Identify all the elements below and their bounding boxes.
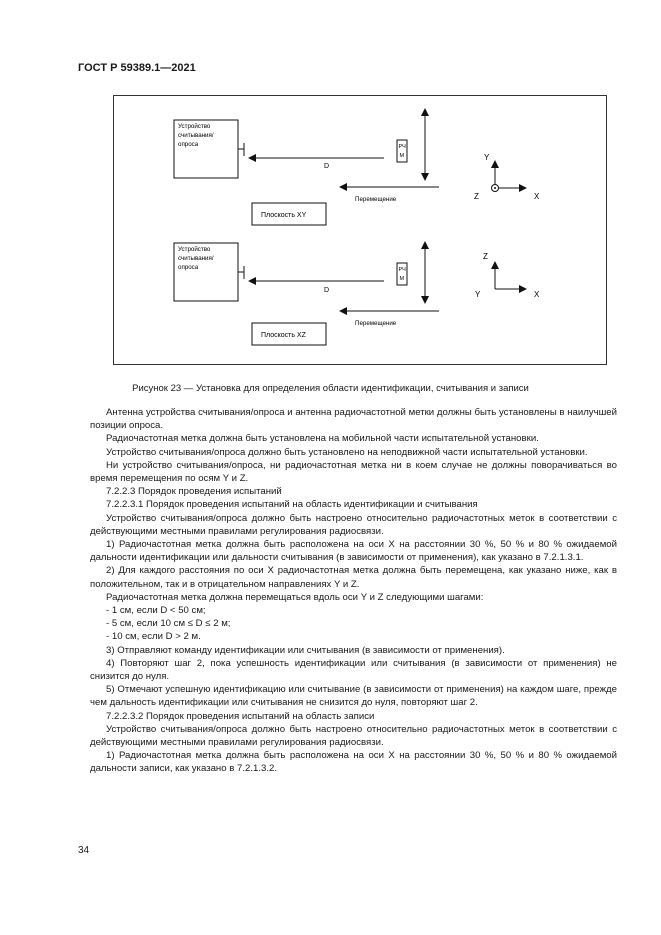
coordinate-axes: Y Z X bbox=[474, 153, 540, 201]
reader-device-box bbox=[173, 119, 239, 179]
rf-tag-label: РЧ bbox=[399, 267, 407, 273]
page-number: 34 bbox=[78, 845, 90, 856]
reader-device-label: Устройство bbox=[178, 246, 211, 253]
list-item: - 1 см, если D < 50 см; bbox=[106, 605, 206, 617]
rf-tag-box bbox=[396, 262, 408, 286]
paragraph: 3) Отправляют команду идентификации или … bbox=[106, 644, 505, 656]
setup-diagram: Устройство считывания/ опроса D РЧ М Пер… bbox=[173, 108, 540, 346]
reader-device-label: считывания/ bbox=[178, 255, 214, 262]
document-header: ГОСТ Р 59389.1—2021 bbox=[78, 62, 196, 74]
plane-label: Плоскость XY bbox=[261, 212, 307, 219]
figure-caption: Рисунок 23 — Установка для определения о… bbox=[132, 383, 529, 394]
axis-label-right: X bbox=[534, 290, 540, 299]
rf-tag-label: М bbox=[400, 153, 405, 159]
paragraph: 1) Радиочастотная метка должна быть расп… bbox=[90, 750, 617, 775]
body-text: Антенна устройства считывания/опроса и а… bbox=[90, 406, 617, 776]
distance-label: D bbox=[324, 287, 329, 294]
paragraph: Устройство считывания/опроса должно быть… bbox=[90, 512, 617, 537]
paragraph: 7.2.2.3.1 Порядок проведения испытаний н… bbox=[106, 499, 478, 511]
paragraph: 4) Повторяют шаг 2, пока успешность иден… bbox=[90, 657, 617, 683]
rf-tag-label: М bbox=[400, 276, 405, 282]
movement-label: Перемещение bbox=[355, 320, 397, 327]
coordinate-axes: Z Y X bbox=[475, 252, 540, 299]
axis-label-right: X bbox=[534, 192, 540, 201]
reader-device-label: опроса bbox=[178, 264, 199, 271]
axis-label-out: Z bbox=[474, 192, 479, 201]
axis-label-out: Y bbox=[475, 290, 481, 299]
paragraph: 1) Радиочастотная метка должна быть расп… bbox=[90, 539, 617, 564]
plane-label-box bbox=[251, 322, 327, 346]
reader-device-box bbox=[173, 242, 239, 302]
panel-xy: Устройство считывания/ опроса D РЧ М Пер… bbox=[173, 108, 540, 226]
movement-label: Перемещение bbox=[355, 196, 397, 203]
figure-frame: Устройство считывания/ опроса D РЧ М Пер… bbox=[113, 95, 607, 365]
panel-xz: Устройство считывания/ опроса D РЧ М Пер… bbox=[173, 241, 540, 346]
reader-device-label: опроса bbox=[178, 141, 199, 148]
list-item: - 10 см, если D > 2 м. bbox=[106, 631, 201, 643]
rf-tag-box bbox=[396, 139, 408, 163]
axis-label-up: Y bbox=[484, 153, 490, 162]
paragraph: Устройство считывания/опроса должно быть… bbox=[106, 446, 588, 458]
axis-label-up: Z bbox=[483, 252, 488, 261]
paragraph: Ни устройство считывания/опроса, ни ради… bbox=[90, 459, 617, 485]
paragraph: Антенна устройства считывания/опроса и а… bbox=[90, 407, 617, 432]
paragraph: 7.2.2.3.2 Порядок проведения испытаний н… bbox=[106, 710, 375, 722]
paragraph: 5) Отмечают успешную идентификацию или с… bbox=[90, 684, 617, 709]
rf-tag-label: РЧ bbox=[399, 144, 407, 150]
list-item: - 5 см, если 10 см ≤ D ≤ 2 м; bbox=[106, 618, 231, 630]
reader-device-label: Устройство bbox=[178, 123, 211, 130]
reader-device-label: считывания/ bbox=[178, 132, 214, 139]
paragraph: 2) Для каждого расстояния по оси X радио… bbox=[90, 565, 617, 590]
plane-label-box bbox=[251, 202, 327, 226]
paragraph: Радиочастотная метка должна перемещаться… bbox=[106, 591, 484, 603]
paragraph: 7.2.2.3 Порядок проведения испытаний bbox=[106, 486, 282, 498]
paragraph: Радиочастотная метка должна быть установ… bbox=[106, 433, 539, 445]
distance-label: D bbox=[324, 163, 329, 170]
paragraph: Устройство считывания/опроса должно быть… bbox=[90, 723, 617, 749]
plane-label: Плоскость XZ bbox=[261, 332, 307, 339]
